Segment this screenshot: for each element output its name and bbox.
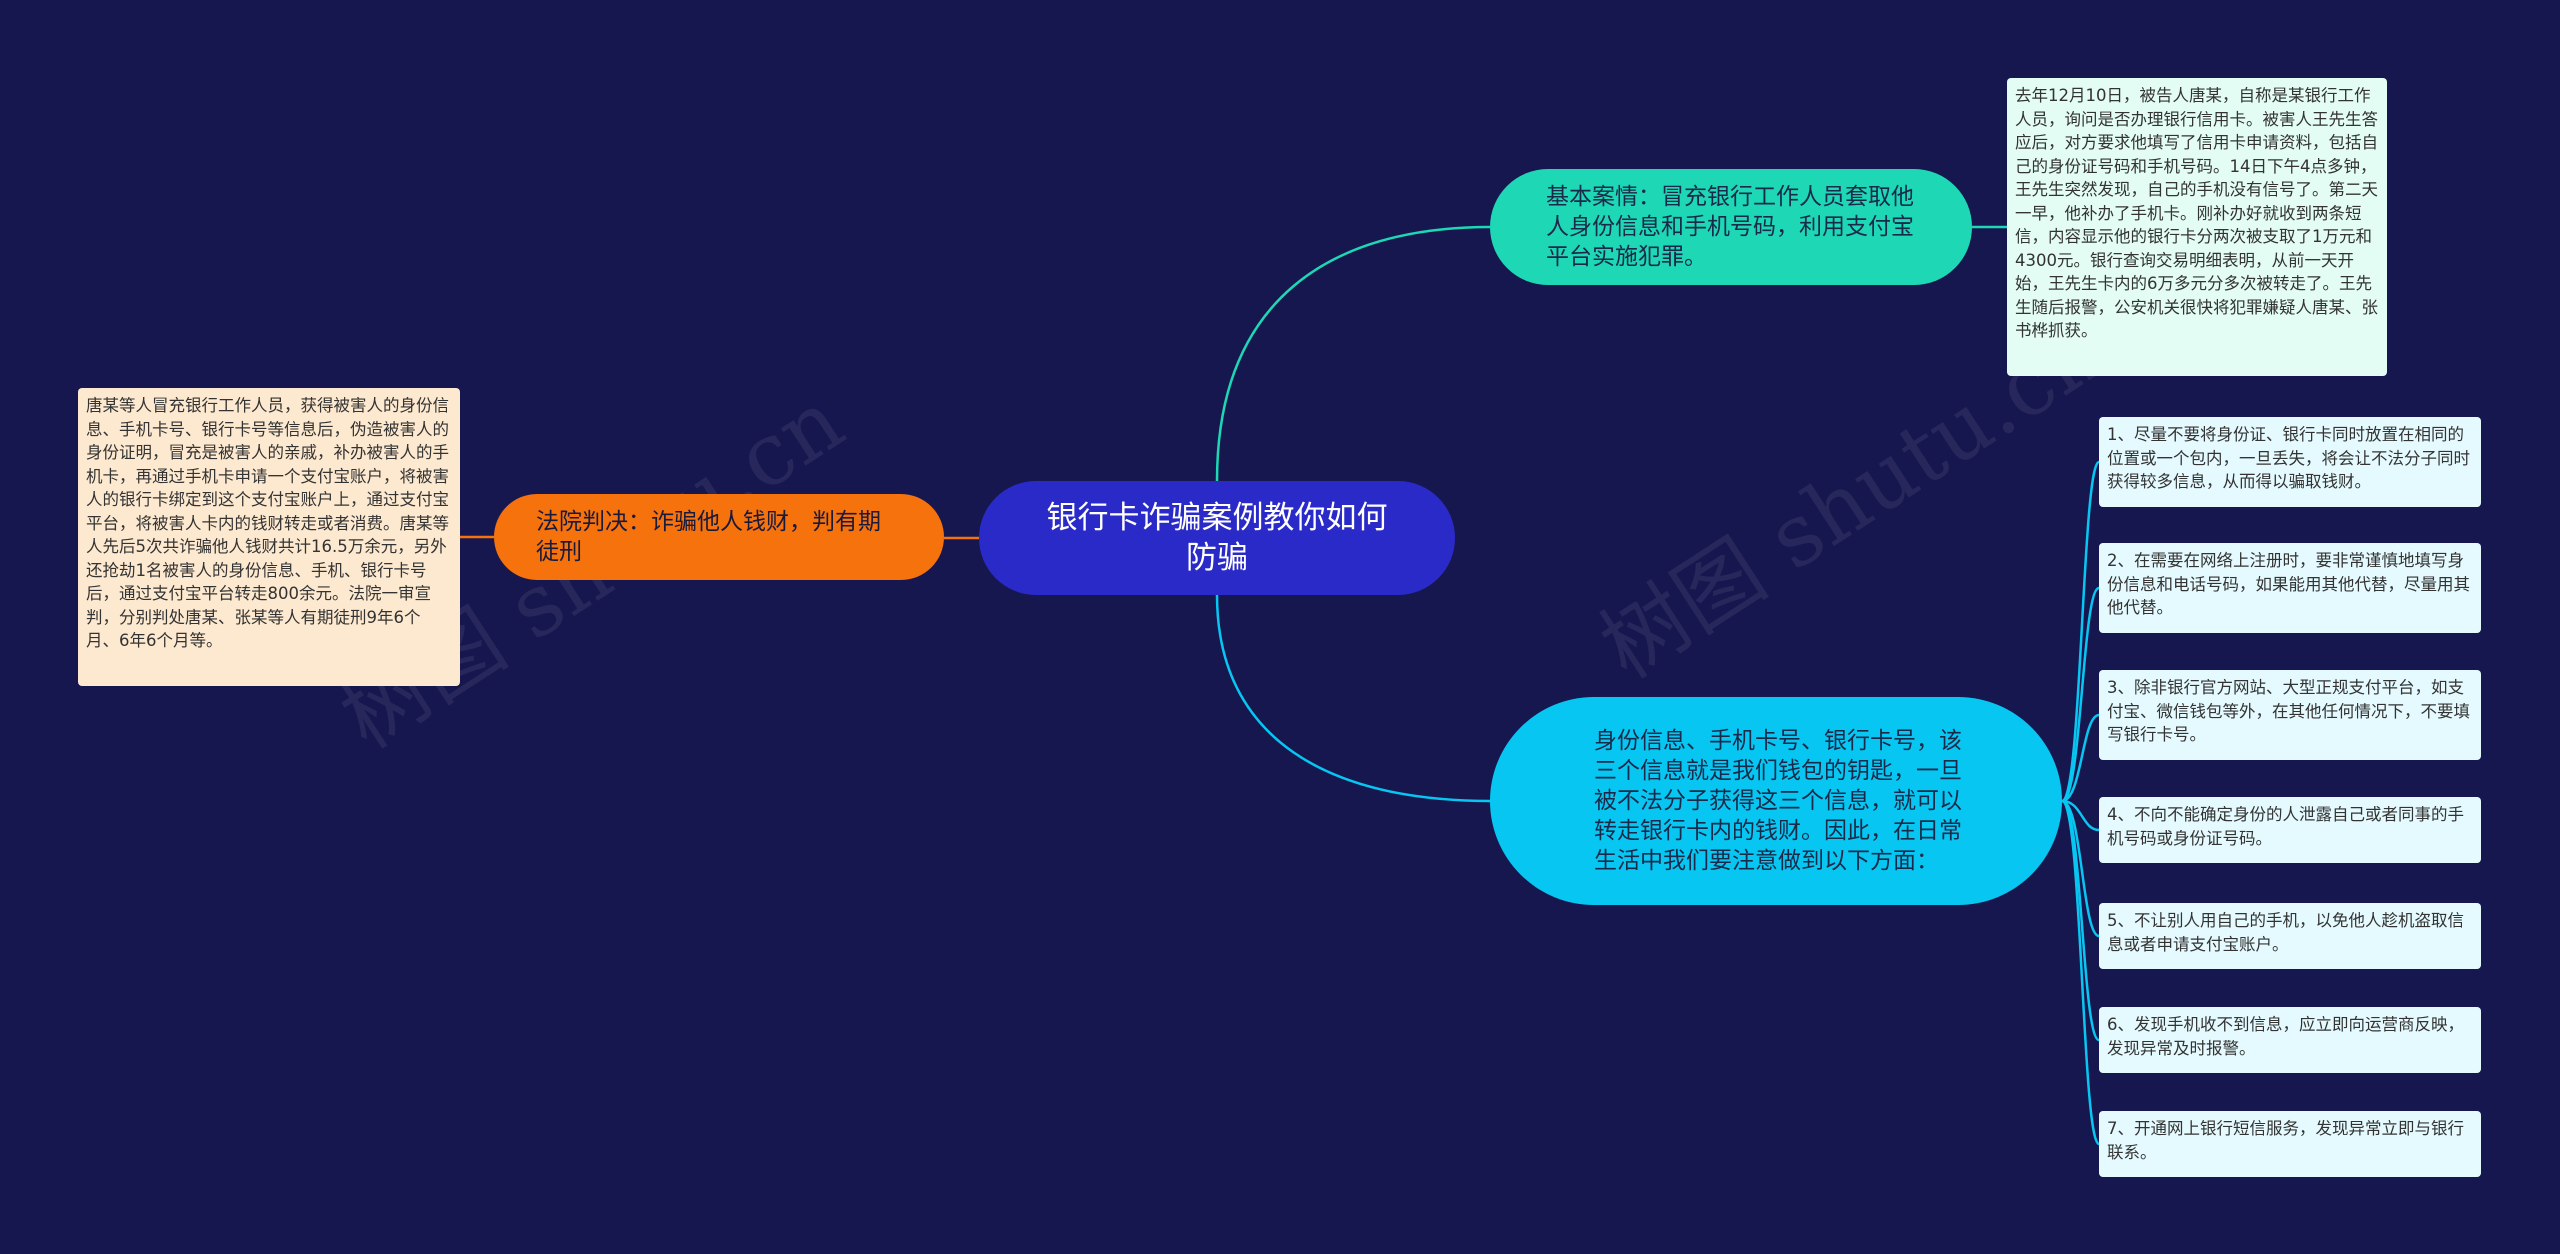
tip-1[interactable]: 1、尽量不要将身份证、银行卡同时放置在相同的位置或一个包内，一旦丢失，将会让不法…: [2099, 417, 2481, 507]
central-topic-label: 银行卡诈骗案例教你如何防骗: [1046, 500, 1388, 576]
link-info-tip-3: [2061, 713, 2100, 803]
link-center-case: [1215, 225, 1491, 482]
tip-text: 7、开通网上银行短信服务，发现异常立即与银行联系。: [2107, 1119, 2464, 1162]
branch-identity-info[interactable]: 身份信息、手机卡号、银行卡号，该三个信息就是我们钱包的钥匙，一旦被不法分子获得这…: [1490, 697, 2062, 905]
central-topic[interactable]: 银行卡诈骗案例教你如何防骗: [979, 481, 1455, 595]
branch-basic-case[interactable]: 基本案情：冒充银行工作人员套取他人身份信息和手机号码，利用支付宝平台实施犯罪。: [1490, 169, 1972, 285]
tip-2[interactable]: 2、在需要在网络上注册时，要非常谨慎地填写身份信息和电话号码，如果能用其他代替，…: [2099, 543, 2481, 633]
link-info-tip-7: [2060, 799, 2101, 1146]
tip-3[interactable]: 3、除非银行官方网站、大型正规支付平台，如支付宝、微信钱包等外，在其他任何情况下…: [2099, 670, 2481, 760]
tip-text: 2、在需要在网络上注册时，要非常谨慎地填写身份信息和电话号码，如果能用其他代替，…: [2107, 551, 2470, 617]
tip-7[interactable]: 7、开通网上银行短信服务，发现异常立即与银行联系。: [2099, 1111, 2481, 1177]
tip-text: 5、不让别人用自己的手机，以免他人趁机盗取信息或者申请支付宝账户。: [2107, 911, 2464, 954]
branch-court-verdict-label: 法院判决：诈骗他人钱财，判有期徒刑: [536, 509, 881, 565]
tip-6[interactable]: 6、发现手机收不到信息，应立即向运营商反映，发现异常及时报警。: [2099, 1007, 2481, 1073]
link-info-tip-4: [2061, 799, 2100, 832]
branch-court-verdict[interactable]: 法院判决：诈骗他人钱财，判有期徒刑: [494, 494, 944, 580]
link-info-tip-5: [2061, 799, 2100, 938]
tip-4[interactable]: 4、不向不能确定身份的人泄露自己或者同事的手机号码或身份证号码。: [2099, 797, 2481, 863]
link-center-info: [1215, 594, 1491, 803]
branch-basic-case-label: 基本案情：冒充银行工作人员套取他人身份信息和手机号码，利用支付宝平台实施犯罪。: [1546, 184, 1914, 270]
tip-text: 6、发现手机收不到信息，应立即向运营商反映，发现异常及时报警。: [2107, 1015, 2464, 1058]
tip-5[interactable]: 5、不让别人用自己的手机，以免他人趁机盗取信息或者申请支付宝账户。: [2099, 903, 2481, 969]
note-basic-case-text: 去年12月10日，被告人唐某，自称是某银行工作人员，询问是否办理银行信用卡。被害…: [2015, 86, 2378, 340]
branch-identity-info-label: 身份信息、手机卡号、银行卡号，该三个信息就是我们钱包的钥匙，一旦被不法分子获得这…: [1594, 728, 1962, 874]
link-info-tip-2: [2061, 586, 2101, 803]
note-court-detail[interactable]: 唐某等人冒充银行工作人员，获得被害人的身份信息、手机卡号、银行卡号等信息后，伪造…: [78, 388, 460, 686]
link-info-tip-6: [2061, 799, 2101, 1042]
tip-connectors: [2060, 460, 2101, 1146]
tip-text: 4、不向不能确定身份的人泄露自己或者同事的手机号码或身份证号码。: [2107, 805, 2464, 848]
tip-text: 1、尽量不要将身份证、银行卡同时放置在相同的位置或一个包内，一旦丢失，将会让不法…: [2107, 425, 2470, 491]
note-basic-case-detail[interactable]: 去年12月10日，被告人唐某，自称是某银行工作人员，询问是否办理银行信用卡。被害…: [2007, 78, 2387, 376]
note-court-text: 唐某等人冒充银行工作人员，获得被害人的身份信息、手机卡号、银行卡号等信息后，伪造…: [86, 396, 449, 650]
tip-text: 3、除非银行官方网站、大型正规支付平台，如支付宝、微信钱包等外，在其他任何情况下…: [2107, 678, 2470, 744]
link-info-tip-1: [2060, 460, 2101, 803]
